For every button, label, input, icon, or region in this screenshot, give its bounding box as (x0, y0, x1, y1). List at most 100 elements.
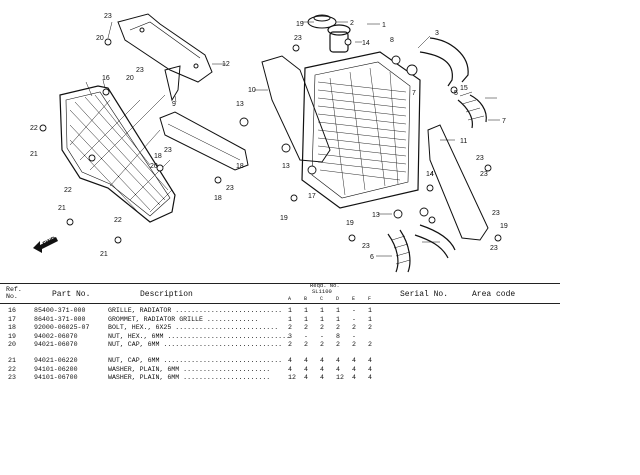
qty-cell: 4 (320, 374, 324, 382)
qty-cell: 1 (336, 307, 340, 314)
part-no-cell: 85400-371-000 (34, 307, 86, 314)
part-no-cell: 94021-06070 (34, 341, 78, 349)
hardware-fasteners (39, 38, 502, 244)
qty-cell: 2 (352, 324, 356, 332)
callout: 23 (362, 243, 370, 250)
part-no-cell: 94021-06220 (34, 357, 78, 364)
callout: 19 (346, 220, 354, 227)
qty-cell: 1 (336, 315, 340, 323)
description-cell: WASHER, PLAIN, 6MM .....................… (108, 374, 271, 382)
part-no-cell: 94101-06700 (34, 374, 78, 382)
callout: 1 (382, 22, 386, 29)
callout: 15 (460, 85, 468, 92)
callout: 7 (502, 118, 506, 125)
callout: 10 (248, 87, 256, 94)
callout: 19 (296, 21, 304, 28)
qty-cell: 4 (352, 365, 356, 373)
qty-cell: 4 (320, 357, 324, 364)
callout: 18 (214, 195, 222, 202)
qty-cell: 1 (368, 307, 372, 314)
qty-cell: 2 (288, 324, 292, 332)
qty-cell: 1 (288, 315, 292, 323)
qty-cell: 4 (288, 357, 292, 364)
qty-cell: 4 (368, 374, 372, 382)
qty-cell: 2 (320, 324, 324, 332)
qty-cell: 2 (304, 324, 308, 332)
model-col-c: C (320, 296, 324, 302)
callout: 23 (492, 210, 500, 217)
description-cell: NUT, HEX., 6MM .........................… (108, 332, 291, 340)
left-shroud (261, 55, 331, 163)
description-cell: NUT, CAP, 6MM ..........................… (108, 341, 283, 349)
callout: 23 (294, 35, 302, 42)
ref-no-cell: 18 (8, 324, 16, 332)
callout: 23 (476, 155, 484, 162)
model-col-a: A (288, 296, 292, 302)
upper-hose (419, 37, 487, 129)
exploded-parts-diagram: FWD 1 2 3 4 5 6 7 7 8 9 10 11 12 13 13 1… (30, 13, 508, 273)
callout: 14 (426, 171, 434, 178)
qty-cell: 2 (320, 341, 324, 349)
upper-bracket (117, 13, 213, 83)
qty-cell: - (352, 315, 356, 323)
callout: 12 (222, 61, 230, 68)
ref-no-cell: 23 (8, 374, 16, 382)
callout: 17 (308, 193, 316, 200)
qty-cell: 4 (304, 374, 308, 382)
callout: 18 (236, 163, 244, 170)
callout: 23 (136, 67, 144, 74)
model-col-e: E (352, 296, 356, 302)
description-cell: NUT, CAP, 6MM ..........................… (108, 357, 283, 364)
qty-cell: 2 (352, 341, 356, 349)
callout: 13 (372, 212, 380, 219)
description-cell: GROMMET, RADIATOR GRILLE ............. (108, 315, 259, 323)
table-top-rule (0, 283, 560, 284)
callout: 6 (370, 254, 374, 261)
callout-labels: 1 2 3 4 5 6 7 7 8 9 10 11 12 13 13 13 14… (30, 13, 508, 261)
qty-cell: 2 (288, 341, 292, 349)
qty-cell: 4 (336, 357, 340, 364)
description-cell: WASHER, PLAIN, 6MM .....................… (108, 365, 271, 373)
callout: 2 (350, 20, 354, 27)
qty-cell: 2 (368, 324, 372, 332)
part-no-header: Part No. (52, 290, 91, 299)
callout: 23 (480, 171, 488, 178)
callout: 3 (435, 30, 439, 37)
qty-cell: 2 (368, 341, 372, 349)
callout: 14 (362, 40, 370, 47)
part-no-cell: 94101-06200 (34, 365, 78, 373)
callout: 21 (58, 205, 66, 212)
callout: 23 (164, 147, 172, 154)
qty-cell: - (352, 332, 356, 340)
qty-cell: 2 (304, 341, 308, 349)
model-col-d: D (336, 296, 340, 302)
callout: 23 (104, 13, 112, 20)
model-col-b: B (304, 296, 308, 302)
ref-no-cell: 20 (8, 341, 16, 349)
table-header-rule (0, 303, 560, 304)
leader-lines (85, 21, 500, 257)
qty-cell: - (352, 307, 356, 314)
qty-cell: 1 (368, 315, 372, 323)
description-cell: BOLT, HEX., 6X25 .......................… (108, 324, 279, 332)
qty-cell: 4 (352, 357, 356, 364)
callout: 21 (100, 251, 108, 258)
qty-cell: 3 (288, 332, 292, 340)
ref-no-cell: 16 (8, 307, 16, 314)
callout: 19 (500, 223, 508, 230)
qty-cell: 2 (336, 341, 340, 349)
qty-cell: 12 (288, 374, 296, 382)
callout: 21 (30, 151, 38, 158)
callout: 8 (390, 37, 394, 44)
callout: 22 (64, 187, 72, 194)
callout: 22 (30, 125, 38, 132)
lower-bracket (159, 65, 249, 171)
qty-cell: 4 (304, 357, 308, 364)
description-header: Description (140, 290, 193, 299)
part-no-cell: 92000-06025-07 (34, 324, 90, 332)
callout: 20 (126, 75, 134, 82)
qty-cell: 4 (288, 365, 292, 373)
model-col-f: F (368, 296, 372, 302)
qty-cell: 4 (304, 365, 308, 373)
model-code-header: SL1100 (312, 288, 332, 295)
